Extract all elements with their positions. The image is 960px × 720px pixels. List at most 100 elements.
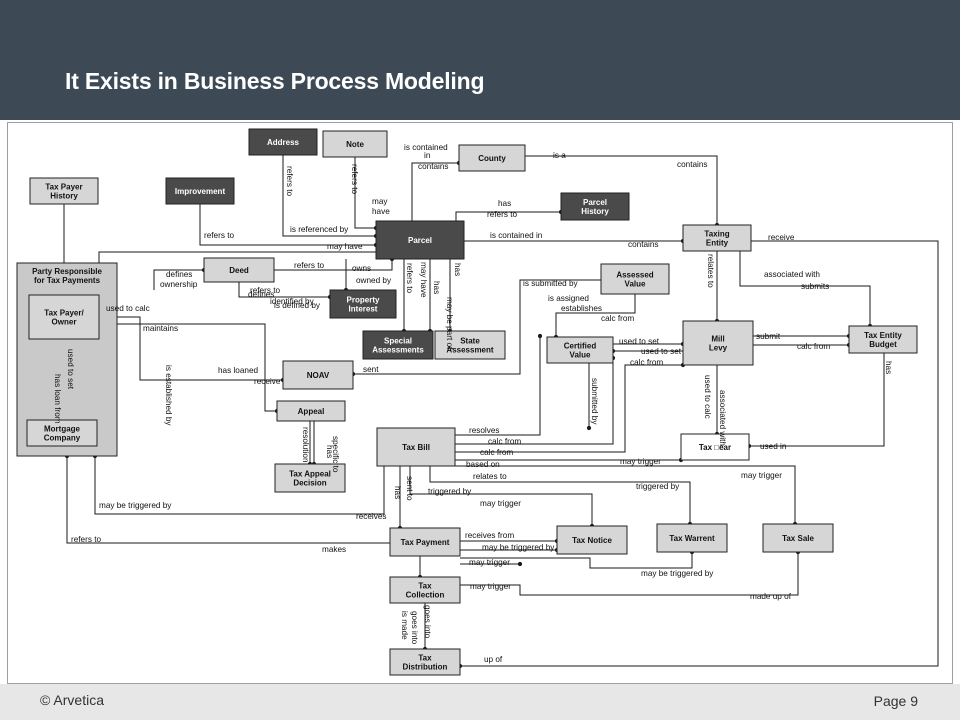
entity-label: Special [384,337,412,346]
entity-tax-warrent: Tax Warrent [656,523,728,553]
entity-box [389,576,461,604]
entity-box [26,419,98,447]
entity-label: Tax Notice [572,536,612,545]
entity-box [203,257,275,283]
relationship-label: resolves [469,426,500,435]
relationship-label: identified by [270,297,315,306]
relationship-label: receives from [465,531,514,540]
entity-label: Budget [869,340,897,349]
entity-label: Tax Payer [45,183,82,192]
entity-label: Note [346,140,364,149]
relationship-label: is referenced by [290,225,349,234]
entity-label: Interest [349,305,378,314]
relationship-line [353,279,601,375]
relationship-label: has loaned [218,366,259,375]
relationship-label: calc from [797,342,830,351]
entity-deed: Deed [203,257,275,283]
entity-box [362,330,434,360]
relationship-label: refers to [405,263,414,293]
relationship-label: refers to [250,286,280,295]
relationship-label: used to calc [703,375,712,419]
relationship-label: used in [760,442,787,451]
relationship-label: has [884,361,893,374]
relationship-label: sent to [405,476,414,501]
entity-label: Assessed [616,271,653,280]
relationship-label: has loan from [53,374,62,424]
relationship-label: receive [768,233,795,242]
relationship-label: contains [677,160,708,169]
entity-box [762,523,834,553]
entity-box [556,525,628,555]
relationship-label: is made [400,611,409,640]
relationship-label: refers to [350,164,359,194]
relationship-label: has [393,486,402,499]
relationship-label: goes into [410,611,419,645]
relationship-line [238,282,330,298]
relationship-label: associated with [764,270,820,279]
entity-label: Tax Payment [401,538,450,547]
relationship-label: based on [466,460,500,469]
relationship-label: triggered by [428,487,472,496]
relationship-label: may [372,197,388,206]
entity-address: Address [248,128,318,156]
entity-box [329,289,397,319]
relationship-label: may trigger [480,499,521,508]
entity-box [458,144,526,172]
relationship-label: contains [418,162,449,171]
relationship-line [153,269,204,290]
relationship-label: relates to [706,254,715,288]
relationship-label: triggered by [636,482,680,491]
relationship-label: resolution [301,427,310,463]
entity-label: Tax □ear [699,443,731,452]
relationship-line [99,316,283,381]
entity-box [165,177,235,205]
relationship-label: calc from [488,437,521,446]
relationship-label: may be triggered by [482,543,555,552]
relationship-label: in [424,151,431,160]
entity-box [682,320,754,366]
relationship-line [460,552,799,596]
relationship-label: receives [356,512,387,521]
relationship-label: refers to [487,210,517,219]
relationship-label: calc from [630,358,663,367]
entity-box [29,177,99,205]
entity-label: History [50,192,78,201]
entity-box [546,336,614,364]
entity-label: Company [44,434,81,443]
entity-label: Improvement [175,187,226,196]
relationship-line [749,353,885,447]
relationship-line [66,456,390,544]
relationship-label: maintains [143,324,178,333]
relationship-line [455,465,796,524]
relationship-line [94,456,385,515]
relationship-label: up of [484,655,503,664]
relationship-label: used to calc [106,304,150,313]
relationship-label: owned by [356,276,392,285]
entity-box [248,128,318,156]
entity-label: Assessments [372,346,424,355]
entity-label: Distribution [403,663,448,672]
relationship-label: has [432,281,441,294]
relationship-label: is contained in [490,231,543,240]
relationship-line [455,336,541,436]
slide-header: It Exists in Business Process Modeling [0,0,960,120]
relationship-label: establishes [561,304,602,313]
entity-label: Levy [709,344,728,353]
entity-label: Owner [52,318,77,327]
relationship-line [555,294,636,337]
entity-box [376,427,456,467]
entity-box [375,220,465,260]
entity-label: Tax Bill [402,443,430,452]
entity-label: County [478,154,506,163]
entity-box [282,360,354,390]
